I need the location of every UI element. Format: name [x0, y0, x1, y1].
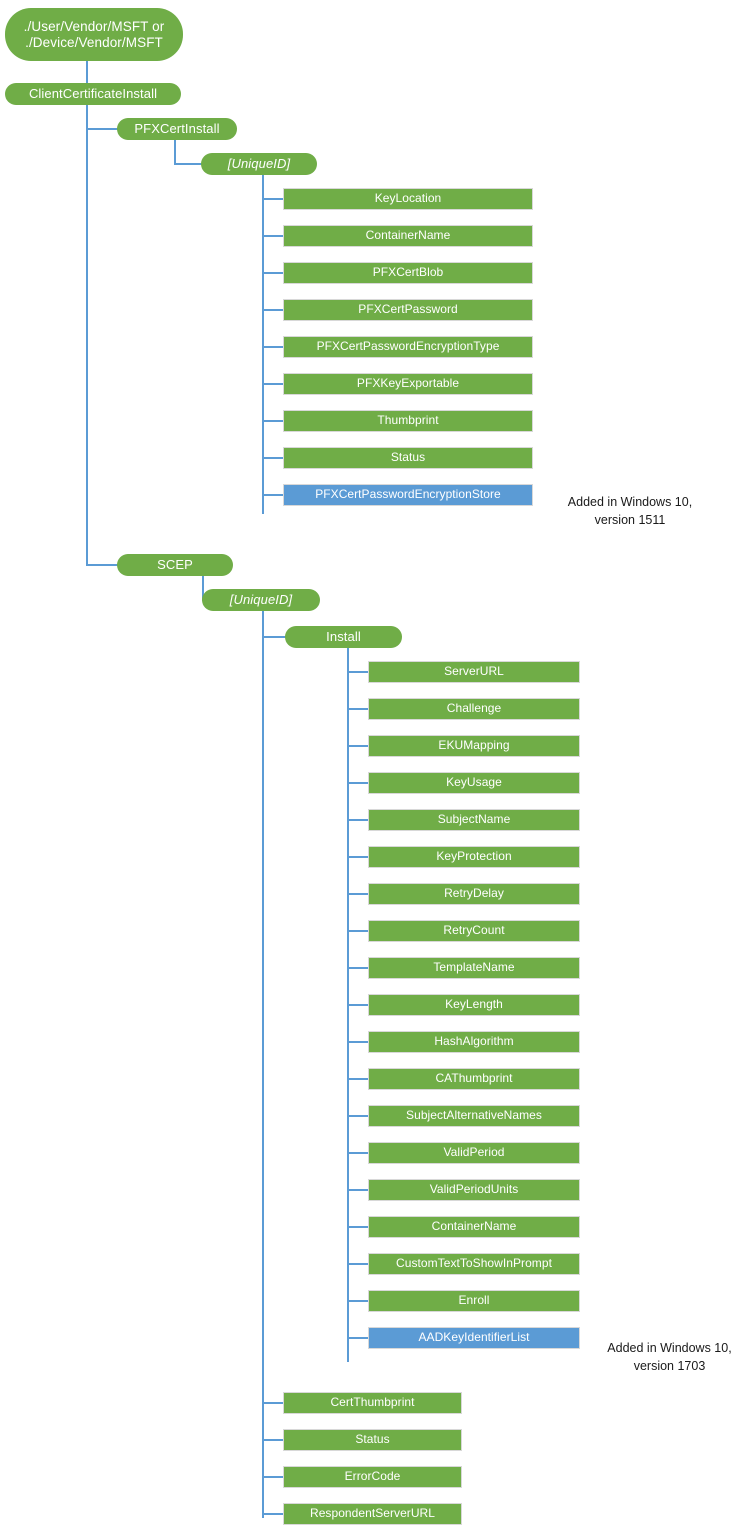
- connector-scep-spine: [202, 576, 204, 600]
- connector-branch: [262, 235, 283, 237]
- node-pfxkeyexportable[interactable]: PFXKeyExportable: [283, 373, 533, 395]
- connector-branch: [347, 1300, 368, 1302]
- connector-branch: [262, 383, 283, 385]
- node-subjectname[interactable]: SubjectName: [368, 809, 580, 831]
- node-scep-uniqueid[interactable]: [UniqueID]: [202, 589, 320, 611]
- node-hashalgorithm[interactable]: HashAlgorithm: [368, 1031, 580, 1053]
- node-retrycount[interactable]: RetryCount: [368, 920, 580, 942]
- connector-branch: [347, 967, 368, 969]
- connector-branch: [347, 1041, 368, 1043]
- node-clientcertificateinstall[interactable]: ClientCertificateInstall: [5, 83, 181, 105]
- annotation-2: Added in Windows 10, version 1703: [607, 1341, 732, 1374]
- connector-branch: [347, 1115, 368, 1117]
- node-templatename[interactable]: TemplateName: [368, 957, 580, 979]
- node-keyprotection[interactable]: KeyProtection: [368, 846, 580, 868]
- node-customtexttoshowinprompt[interactable]: CustomTextToShowInPrompt: [368, 1253, 580, 1275]
- node-validperiodunits[interactable]: ValidPeriodUnits: [368, 1179, 580, 1201]
- node-keyusage[interactable]: KeyUsage: [368, 772, 580, 794]
- node-certthumbprint[interactable]: CertThumbprint: [283, 1392, 462, 1414]
- node-pfxcertpasswordencryptionstore[interactable]: PFXCertPasswordEncryptionStore: [283, 484, 533, 506]
- connector-pfx-uniqueid-spine: [262, 175, 264, 514]
- connector-branch: [347, 856, 368, 858]
- node-pfxcertpasswordencryptiontype[interactable]: PFXCertPasswordEncryptionType: [283, 336, 533, 358]
- connector-branch: [347, 671, 368, 673]
- node-serverurl[interactable]: ServerURL: [368, 661, 580, 683]
- connector-to-scep: [86, 564, 118, 566]
- connector-branch: [347, 1152, 368, 1154]
- node-ekumapping[interactable]: EKUMapping: [368, 735, 580, 757]
- connector-branch: [262, 309, 283, 311]
- connector-branch: [262, 457, 283, 459]
- connector-branch: [262, 1513, 283, 1515]
- connector-branch: [262, 346, 283, 348]
- node-pfx-uniqueid[interactable]: [UniqueID]: [201, 153, 317, 175]
- node-errorcode[interactable]: ErrorCode: [283, 1466, 462, 1488]
- node-challenge[interactable]: Challenge: [368, 698, 580, 720]
- connector-branch: [262, 1402, 283, 1404]
- node-respondentserverurl[interactable]: RespondentServerURL: [283, 1503, 462, 1525]
- node-validperiod[interactable]: ValidPeriod: [368, 1142, 580, 1164]
- connector-to-pfx-uniqueid: [174, 163, 202, 165]
- connector-branch: [347, 1078, 368, 1080]
- node-subjectalternativenames[interactable]: SubjectAlternativeNames: [368, 1105, 580, 1127]
- connector-branch: [347, 893, 368, 895]
- node-pfxcertpassword[interactable]: PFXCertPassword: [283, 299, 533, 321]
- connector-branch: [347, 930, 368, 932]
- node-containername[interactable]: ContainerName: [368, 1216, 580, 1238]
- connector-branch: [262, 494, 283, 496]
- node-status[interactable]: Status: [283, 1429, 462, 1451]
- connector-pfxcertinstall-spine: [174, 140, 176, 164]
- connector-branch: [262, 1439, 283, 1441]
- connector-branch: [262, 1476, 283, 1478]
- connector-branch: [347, 819, 368, 821]
- connector-branch: [347, 1263, 368, 1265]
- connector-branch: [347, 745, 368, 747]
- node-pfxcertinstall[interactable]: PFXCertInstall: [117, 118, 237, 140]
- node-scep[interactable]: SCEP: [117, 554, 233, 576]
- annotation-1: Added in Windows 10, version 1511: [567, 495, 693, 528]
- node-status[interactable]: Status: [283, 447, 533, 469]
- connector-branch: [347, 708, 368, 710]
- node-enroll[interactable]: Enroll: [368, 1290, 580, 1312]
- connector-scep-uniqueid-spine: [262, 611, 264, 1518]
- node-pfxcertblob[interactable]: PFXCertBlob: [283, 262, 533, 284]
- connector-to-pfxcertinstall: [86, 128, 118, 130]
- node-containername[interactable]: ContainerName: [283, 225, 533, 247]
- connector-clientcertificateinstall-spine: [86, 104, 88, 566]
- connector-branch: [347, 1337, 368, 1339]
- node-root[interactable]: ./User/Vendor/MSFT or ./Device/Vendor/MS…: [5, 8, 183, 61]
- node-aadkeyidentifierlist[interactable]: AADKeyIdentifierList: [368, 1327, 580, 1349]
- connector-root-to-clientcertificateinstall: [86, 60, 88, 84]
- connector-branch: [262, 198, 283, 200]
- node-keylength[interactable]: KeyLength: [368, 994, 580, 1016]
- connector-branch: [262, 272, 283, 274]
- node-keylocation[interactable]: KeyLocation: [283, 188, 533, 210]
- node-thumbprint[interactable]: Thumbprint: [283, 410, 533, 432]
- connector-to-install: [262, 636, 294, 638]
- connector-branch: [347, 1189, 368, 1191]
- node-cathumbprint[interactable]: CAThumbprint: [368, 1068, 580, 1090]
- connector-branch: [262, 420, 283, 422]
- node-retrydelay[interactable]: RetryDelay: [368, 883, 580, 905]
- connector-branch: [347, 1226, 368, 1228]
- connector-branch: [347, 1004, 368, 1006]
- connector-branch: [347, 782, 368, 784]
- node-install[interactable]: Install: [285, 626, 402, 648]
